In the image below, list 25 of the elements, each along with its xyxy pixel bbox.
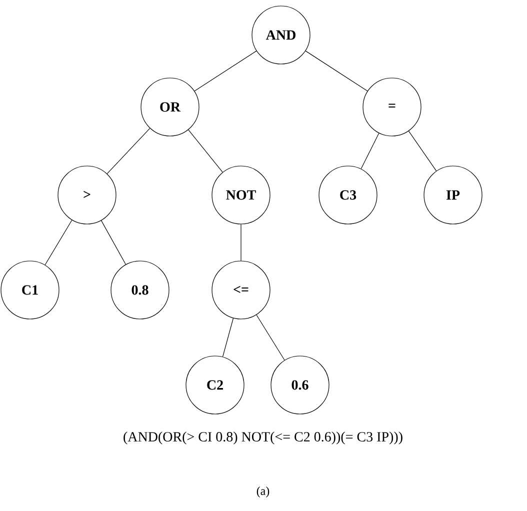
tree-edge	[222, 318, 234, 358]
figure-label: (a)	[256, 486, 270, 498]
tree-node: >	[58, 166, 116, 224]
tree-node: <=	[212, 260, 270, 320]
tree-node: IP	[424, 166, 482, 224]
tree-node: OR	[140, 78, 200, 136]
tree-edge	[188, 130, 223, 172]
tree-node: NOT	[212, 166, 270, 224]
tree-node: C2	[186, 356, 244, 414]
tree-edge	[360, 132, 380, 170]
tree-node: C3	[318, 166, 378, 224]
tree-node: AND	[252, 6, 310, 64]
tree-edge	[408, 130, 437, 172]
tree-edge	[106, 128, 150, 174]
tree-node: 0.8	[110, 260, 170, 320]
tree-node: 0.6	[270, 356, 330, 414]
tree-node: C1	[0, 260, 60, 320]
tree-edge	[240, 224, 242, 261]
expression-caption: (AND(OR(> CI 0.8) NOT(<= C2 0.6))(= C3 IP)))	[124, 432, 402, 444]
tree-edge	[194, 50, 257, 92]
tree-edge	[44, 220, 72, 266]
tree-edge	[100, 220, 126, 265]
tree-edge	[256, 314, 285, 360]
tree-node: =	[362, 78, 422, 136]
tree-edge	[305, 50, 368, 92]
